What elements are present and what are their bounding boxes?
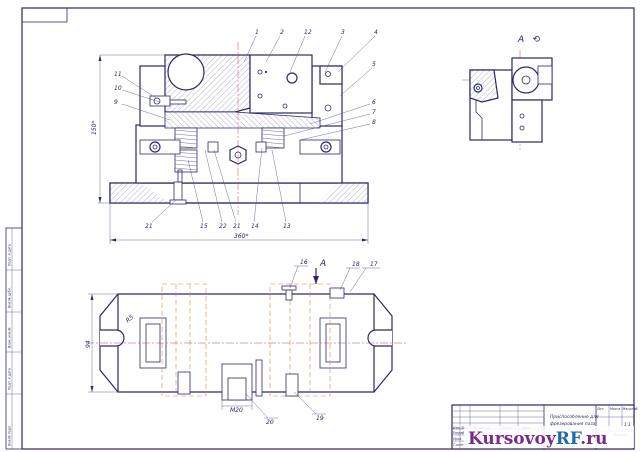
- tb-role-razrab: Разраб.: [453, 431, 466, 435]
- callout-18: 18: [352, 261, 360, 268]
- tb-scale-value: 1:1: [624, 422, 631, 428]
- clamp-block: [249, 54, 313, 114]
- front-section-view: 360* 150*: [91, 42, 369, 244]
- callout-1: 1: [255, 29, 259, 36]
- side-stamp-cell-1: Инв.№ подл.: [8, 425, 12, 446]
- callout-9: 9: [114, 99, 118, 106]
- plan-view: А 94 M20 R5: [85, 259, 406, 414]
- tb-scale-label: Масштаб: [623, 407, 638, 411]
- callout-10: 10: [114, 85, 122, 92]
- dim-width-front: 360*: [234, 233, 248, 240]
- side-stamp-cell-2: Подп. и дата: [8, 368, 12, 390]
- dim-width-plan-detail: M20: [230, 407, 243, 414]
- side-stamp-cell-4: Инв.№ дубл.: [8, 287, 12, 308]
- callout-7: 7: [372, 109, 376, 116]
- watermark-part2: RF: [556, 429, 582, 449]
- view-a-rotation-mark: ⟲: [532, 35, 541, 45]
- callout-14: 14: [251, 223, 259, 230]
- tb-title-line2: фрезерования паза: [550, 421, 596, 427]
- dim-height-front: 150*: [91, 121, 98, 135]
- tb-col-izm: Изм: [453, 426, 460, 430]
- callout-8: 8: [372, 119, 376, 126]
- tb-lit-label: Лит.: [596, 407, 604, 411]
- section-arrow-a-label: А: [319, 259, 326, 269]
- callout-21a: 21: [145, 223, 153, 230]
- watermark-logo: KursovoyRF.ru: [464, 426, 634, 449]
- callout-21b: 21: [233, 223, 241, 230]
- callout-5: 5: [372, 61, 376, 68]
- callout-17: 17: [370, 261, 378, 268]
- callout-15: 15: [200, 223, 208, 230]
- view-a-label: А: [517, 35, 524, 45]
- side-stamp: Инв.№ подл. Подп. и дата Взам. инв.№ Инв…: [5, 227, 23, 450]
- callout-22: 22: [219, 223, 227, 230]
- tb-role-prov: Пров.: [453, 437, 462, 441]
- callout-19: 19: [316, 415, 324, 422]
- callout-3: 3: [341, 29, 345, 36]
- detail-view-a: А ⟲: [462, 35, 553, 150]
- side-stamp-cell-3: Взам. инв.№: [8, 327, 12, 348]
- dim-angle-mark: R5: [125, 314, 136, 325]
- watermark-part1: Kursovoy: [468, 429, 557, 449]
- tb-role-tkontr: Т.контр.: [453, 443, 467, 447]
- callout-20: 20: [266, 419, 274, 426]
- spring-left: [174, 127, 198, 173]
- plan-callouts: 16 18 17 20 19: [245, 259, 380, 426]
- callout-11: 11: [114, 71, 122, 78]
- svg-text:KursovoyRF.ru: KursovoyRF.ru: [468, 429, 607, 449]
- callout-6: 6: [372, 99, 376, 106]
- spring-right: [261, 127, 285, 149]
- callout-12: 12: [304, 29, 312, 36]
- front-callouts: 1 2 12 3 4 5 11 10 9 6 7 8 21 15 22 21 1…: [114, 29, 378, 230]
- callout-16: 16: [300, 259, 308, 266]
- callout-13: 13: [283, 223, 291, 230]
- callout-2: 2: [280, 29, 284, 36]
- dim-height-plan: 94: [85, 340, 92, 348]
- side-stamp-cell-5: Подп. и дата: [8, 244, 12, 266]
- tb-title-line1: Приспособление для: [550, 414, 599, 420]
- watermark-part3: .ru: [580, 429, 607, 449]
- callout-4: 4: [374, 29, 378, 36]
- tb-mass-label: Масса: [610, 407, 620, 411]
